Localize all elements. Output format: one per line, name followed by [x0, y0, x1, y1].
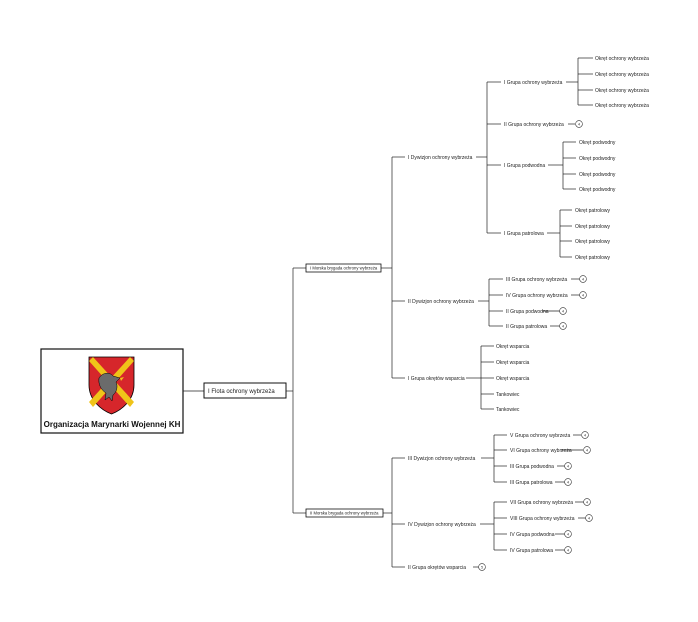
div1-group-1-label[interactable]: I Grupa ochrony wybrzeża	[504, 80, 563, 86]
svg-text:4: 4	[582, 293, 584, 297]
ship-item[interactable]: Okręt patrolowy	[575, 224, 611, 230]
svg-text:4: 4	[586, 448, 588, 452]
svg-text:4: 4	[567, 548, 569, 552]
svg-text:4: 4	[562, 324, 564, 328]
collapsed-count-badge[interactable]: 4	[559, 307, 567, 315]
svg-text:4: 4	[586, 500, 588, 504]
svg-text:4: 4	[588, 516, 590, 520]
division-1-label[interactable]: I Dywizjon ochrony wybrzeża	[408, 155, 473, 161]
division-3-label[interactable]: III Dywizjon ochrony wybrzeża	[408, 456, 475, 462]
svg-text:4: 4	[567, 480, 569, 484]
div3-group-label[interactable]: V Grupa ochrony wybrzeża	[510, 433, 571, 439]
div3-group-label[interactable]: VI Grupa ochrony wybrzeża	[510, 448, 572, 454]
division-2-label[interactable]: II Dywizjon ochrony wybrzeża	[408, 299, 474, 305]
div3-group-label[interactable]: III Grupa patrolowa	[510, 480, 553, 486]
ship-item[interactable]: Okręt podwodny	[579, 187, 616, 193]
brigade-1-node[interactable]: I Morska brygada ochrony wybrzeża	[305, 263, 382, 273]
ship-item[interactable]: Okręt ochrony wybrzeża	[595, 56, 649, 62]
div1-group-2-label[interactable]: II Grupa ochrony wybrzeża	[504, 122, 564, 128]
svg-text:4: 4	[567, 532, 569, 536]
support-group-1-label[interactable]: I Grupa okrętów wsparcia	[408, 376, 465, 382]
div2-group-label[interactable]: II Grupa patrolowa	[506, 324, 547, 330]
collapsed-count-badge[interactable]: 4	[581, 431, 589, 439]
ship-item[interactable]: Okręt wsparcia	[496, 360, 530, 366]
collapsed-count-badge[interactable]: 4	[575, 120, 583, 128]
div2-group-label[interactable]: II Grupa podwodna	[506, 309, 549, 315]
fleet-label: I Flota ochrony wybrzeża	[208, 389, 275, 395]
support-group-2-label[interactable]: II Grupa okrętów wsparcia	[408, 565, 466, 571]
div4-group-label[interactable]: VIII Grupa ochrony wybrzeża	[510, 516, 575, 522]
root-node[interactable]: Organizacja Marynarki Wojennej KH	[40, 348, 184, 434]
collapsed-count-badge[interactable]: 4	[583, 446, 591, 454]
collapsed-count-badge[interactable]: 4	[564, 546, 572, 554]
ship-item[interactable]: Okręt podwodny	[579, 172, 616, 178]
fleet-node[interactable]: I Flota ochrony wybrzeża	[203, 382, 287, 399]
div4-group-label[interactable]: VII Grupa ochrony wybrzeża	[510, 500, 573, 506]
div3-group-label[interactable]: III Grupa podwodna	[510, 464, 554, 470]
ship-item[interactable]: Okręt ochrony wybrzeża	[595, 88, 649, 94]
svg-text:5: 5	[481, 565, 483, 569]
collapsed-count-badge[interactable]: 4	[564, 530, 572, 538]
collapsed-count-badge[interactable]: 4	[579, 275, 587, 283]
root-title: Organizacja Marynarki Wojennej KH	[44, 420, 181, 429]
collapsed-count-badge[interactable]: 4	[579, 291, 587, 299]
brigade-1-label: I Morska brygada ochrony wybrzeża	[310, 266, 378, 271]
ship-item[interactable]: Okręt wsparcia	[496, 376, 530, 382]
brigade-2-node[interactable]: II Morska brygada ochrony wybrzeża	[305, 508, 384, 518]
collapsed-count-badge[interactable]: 4	[564, 478, 572, 486]
brigade-2-label: II Morska brygada ochrony wybrzeża	[310, 511, 379, 516]
ship-item[interactable]: Okręt patrolowy	[575, 255, 611, 261]
ship-item[interactable]: Okręt ochrony wybrzeża	[595, 72, 649, 78]
div2-group-label[interactable]: IV Grupa ochrony wybrzeża	[506, 293, 568, 299]
ship-item[interactable]: Okręt wsparcia	[496, 344, 530, 350]
ship-item[interactable]: Okręt patrolowy	[575, 239, 611, 245]
ship-item[interactable]: Okręt podwodny	[579, 140, 616, 146]
ship-item[interactable]: Okręt podwodny	[579, 156, 616, 162]
div4-group-label[interactable]: IV Grupa podwodna	[510, 532, 555, 538]
ship-item[interactable]: Okręt ochrony wybrzeża	[595, 103, 649, 109]
svg-text:4: 4	[567, 464, 569, 468]
collapsed-count-badge[interactable]: 4	[585, 514, 593, 522]
ship-item[interactable]: Okręt patrolowy	[575, 208, 611, 214]
svg-text:4: 4	[578, 122, 580, 126]
collapsed-count-badge[interactable]: 5	[478, 563, 486, 571]
div1-group-4-label[interactable]: I Grupa patrolowa	[504, 231, 544, 237]
division-4-label[interactable]: IV Dywizjon ochrony wybrzeża	[408, 522, 476, 528]
collapsed-count-badge[interactable]: 4	[583, 498, 591, 506]
div2-group-label[interactable]: III Grupa ochrony wybrzeża	[506, 277, 567, 283]
ship-item[interactable]: Tankowiec	[496, 392, 520, 398]
svg-text:4: 4	[582, 277, 584, 281]
div1-group-3-label[interactable]: I Grupa podwodna	[504, 163, 545, 169]
div4-group-label[interactable]: IV Grupa patrolowa	[510, 548, 553, 554]
svg-text:4: 4	[584, 433, 586, 437]
collapsed-count-badge[interactable]: 4	[564, 462, 572, 470]
coat-of-arms-icon	[88, 356, 135, 415]
svg-text:4: 4	[562, 309, 564, 313]
collapsed-count-badge[interactable]: 4	[559, 322, 567, 330]
ship-item[interactable]: Tankowiec	[496, 407, 520, 413]
